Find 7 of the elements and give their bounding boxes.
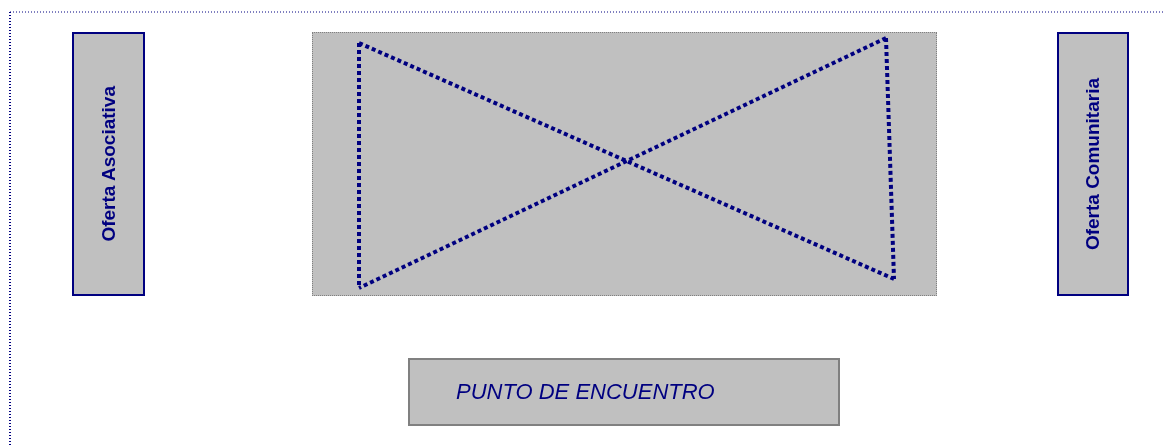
- shaded-panel: [312, 32, 937, 296]
- panel-label: Oferta Asociativa: [97, 86, 120, 242]
- panel-label: PUNTO DE ENCUENTRO: [456, 379, 715, 405]
- label-panel: [408, 358, 840, 426]
- panel-label: Oferta Comunitaria: [1082, 77, 1104, 251]
- label-panel: [1057, 32, 1129, 296]
- label-panel: [72, 32, 145, 296]
